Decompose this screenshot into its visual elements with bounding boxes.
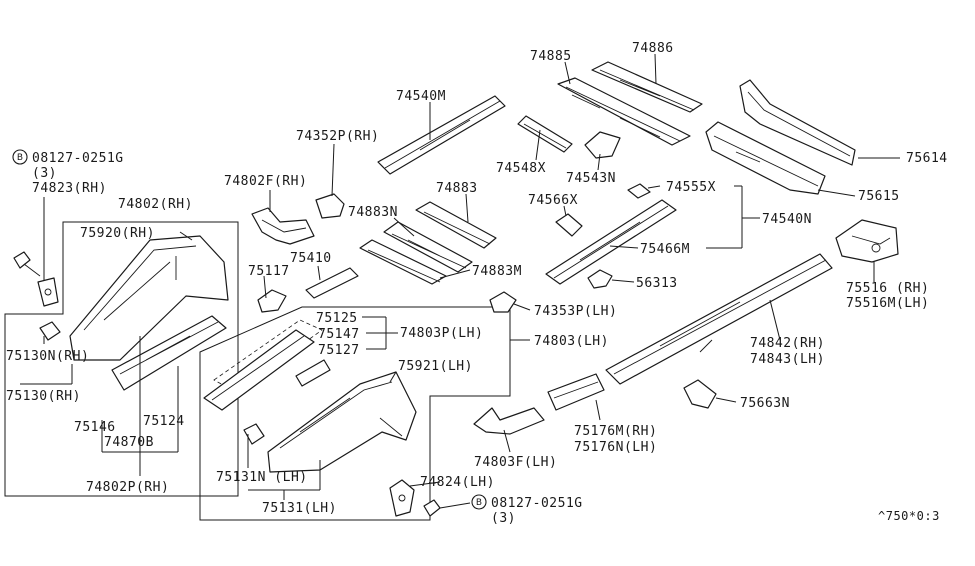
part-74883 [415, 201, 497, 249]
part-74543n [584, 131, 621, 159]
label-74823-rh: 74823(RH) [32, 181, 107, 196]
svg-text:B: B [17, 153, 23, 163]
group-box-74802-rh [4, 221, 239, 497]
label-74885: 74885 [530, 49, 572, 64]
part-75176m [547, 373, 605, 411]
part-74823 [37, 277, 59, 307]
label-74803f-lh: 74803F(LH) [474, 455, 557, 470]
label-75614: 75614 [906, 151, 948, 166]
bolt-symbol-bottom: B [471, 494, 487, 510]
label-75131-lh: 75131(LH) [262, 501, 337, 516]
label-74883n: 74883N [348, 205, 398, 220]
part-74353p [489, 291, 517, 313]
label-75130n-rh: 75130N(RH) [6, 349, 89, 364]
part-74886 [591, 61, 703, 113]
label-75410: 75410 [290, 251, 332, 266]
label-74883m: 74883M [472, 264, 522, 279]
label-75146: 75146 [74, 420, 116, 435]
label-75615: 75615 [858, 189, 900, 204]
bolt-symbol-top: B [12, 149, 28, 165]
label-74566x: 74566X [528, 193, 578, 208]
part-56313 [587, 269, 613, 289]
label-75516-rh: 75516 (RH) [846, 281, 929, 296]
part-74555x [627, 183, 651, 199]
part-74883n [383, 221, 473, 273]
label-74824-lh: 74824(LH) [420, 475, 495, 490]
label-75130-rh: 75130(RH) [6, 389, 81, 404]
part-75921 [267, 371, 417, 473]
label-75125: 75125 [316, 311, 358, 326]
part-75920 [69, 235, 229, 361]
part-75131n [243, 423, 265, 445]
label-75663n: 75663N [740, 396, 790, 411]
label-74543n: 74543N [566, 171, 616, 186]
label-08127-bottom: 08127-0251G [491, 496, 583, 511]
label-75124: 75124 [143, 414, 185, 429]
label-75117: 75117 [248, 264, 290, 279]
part-75614 [739, 79, 856, 166]
label-74802-rh: 74802(RH) [118, 197, 193, 212]
label-74540n: 74540N [762, 212, 812, 227]
label-74802p-rh: 74802P(RH) [86, 480, 169, 495]
label-74352p-rh: 74352P(RH) [296, 129, 379, 144]
label-74870b: 74870B [104, 435, 154, 450]
label-74540m: 74540M [396, 89, 446, 104]
label-08127-bottom-qty: (3) [491, 511, 516, 526]
svg-text:B: B [476, 498, 482, 508]
part-74842 [605, 253, 833, 385]
part-75130n [39, 321, 61, 341]
label-75147: 75147 [318, 327, 360, 342]
label-74883: 74883 [436, 181, 478, 196]
part-74802f [251, 207, 315, 245]
part-74352p [315, 193, 345, 219]
label-75920-rh: 75920(RH) [80, 226, 155, 241]
label-75131n-lh: 75131N (LH) [216, 470, 308, 485]
part-74566x [555, 213, 583, 237]
part-75117 [257, 289, 287, 313]
part-74824 [389, 479, 415, 517]
label-74353p-lh: 74353P(LH) [534, 304, 617, 319]
label-74548x: 74548X [496, 161, 546, 176]
leader-lines [20, 53, 900, 509]
part-74548x [517, 115, 573, 153]
label-74886: 74886 [632, 41, 674, 56]
label-74802f-rh: 74802F(RH) [224, 174, 307, 189]
label-75176n-lh: 75176N(LH) [574, 440, 657, 455]
label-75921-lh: 75921(LH) [398, 359, 473, 374]
part-labels: 74885 74886 74540M 74352P(RH) 74548X 745… [6, 41, 948, 526]
label-74803-lh: 74803(LH) [534, 334, 609, 349]
part-75466m [545, 199, 677, 285]
part-74803f [473, 407, 545, 435]
label-74803p-lh: 74803P(LH) [400, 326, 483, 341]
label-74555x: 74555X [666, 180, 716, 195]
label-75466m: 75466M [640, 242, 690, 257]
part-75127 [295, 359, 331, 387]
group-box-74803-lh [199, 306, 511, 521]
label-56313: 56313 [636, 276, 678, 291]
part-75516 [835, 219, 899, 263]
part-74803 [203, 329, 315, 411]
part-75663n [683, 379, 717, 409]
part-75410 [305, 267, 359, 299]
label-75176m-rh: 75176M(RH) [574, 424, 657, 439]
label-75516m-lh: 75516M(LH) [846, 296, 929, 311]
bolt-bottom [423, 499, 441, 517]
bolt-top-left [13, 251, 41, 277]
part-74885 [557, 77, 691, 146]
label-08127-top-qty: (3) [32, 166, 57, 181]
label-08127-top: 08127-0251G [32, 151, 124, 166]
part-74540m [377, 95, 506, 175]
label-74842-rh: 74842(RH) [750, 336, 825, 351]
part-75615 [705, 121, 826, 195]
footer-code: ^750*0:3 [878, 509, 940, 523]
label-75127: 75127 [318, 343, 360, 358]
label-74843-lh: 74843(LH) [750, 352, 825, 367]
